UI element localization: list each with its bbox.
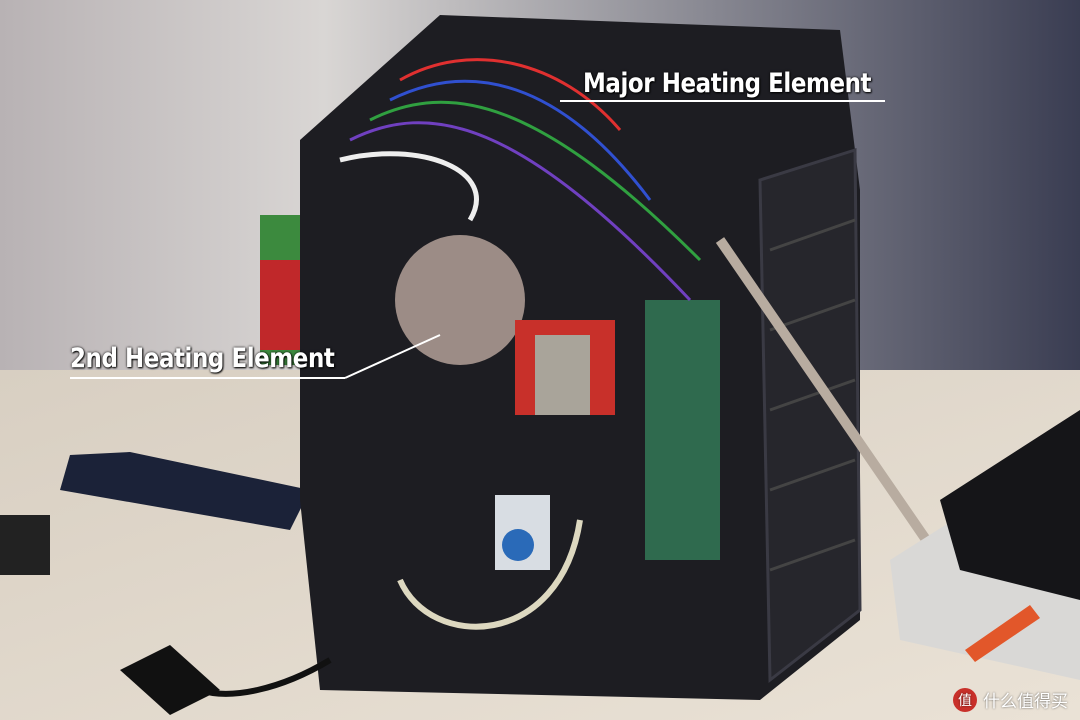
annotation-second-heating-element: 2nd Heating Element [70,343,335,374]
watermark: 值 什么值得买 [953,687,1068,712]
boiler-second-heating [395,235,525,365]
camera-object [0,515,50,575]
watermark-badge-icon: 值 [953,687,977,712]
annotation-pointer-second [344,334,441,379]
power-plug [120,645,220,715]
smartphone [60,452,310,530]
screwdriver [965,605,1040,662]
control-board [645,300,720,560]
annotation-major-heating-element: Major Heating Element [583,68,872,99]
watermark-text: 什么值得买 [983,692,1068,712]
